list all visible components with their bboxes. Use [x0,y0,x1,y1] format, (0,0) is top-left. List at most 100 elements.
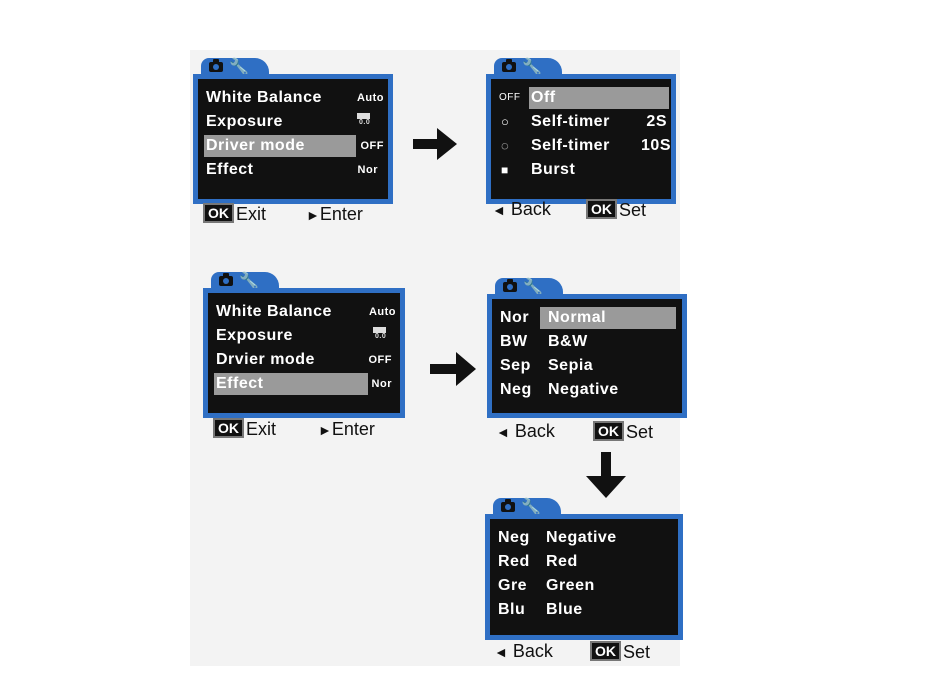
setup-tool-icon: 🔧 [239,271,259,290]
ok-button[interactable]: OK [590,641,621,661]
effect-code: Nor [500,309,530,326]
camera-icon [502,59,516,72]
right-triangle-icon: ► [318,422,332,438]
camera-icon [503,279,517,292]
driver-mode-options-screen: 🔧 OFF Off ○ Self-timer 2S ◌ Self-timer 1… [486,58,676,204]
ok-button[interactable]: OK [203,203,234,223]
left-triangle-icon: ◄ [492,202,506,218]
screen-display: White Balance Auto Exposure 0.0 Driver m… [198,79,388,199]
ok-button[interactable]: OK [213,418,244,438]
arrow-icon [413,128,457,160]
effect-option-blue[interactable]: Blu Blue [490,599,678,621]
effect-name: Negative [548,381,619,398]
menu-item-exposure[interactable]: Exposure 0.0 [208,325,400,347]
camera-icon [501,499,515,512]
effect-code: Sep [500,357,531,374]
setup-tool-icon: 🔧 [229,57,249,76]
effect-option-bw[interactable]: BW B&W [492,331,682,353]
screen-display: White Balance Auto Exposure 0.0 Drvier m… [208,293,400,413]
effect-option-green[interactable]: Gre Green [490,575,678,597]
option-suffix: 10S [641,137,671,154]
screen2-footer: ◄ Back [492,198,551,221]
mode-tab: 🔧 [211,272,279,290]
menu-item-value: OFF [360,140,384,152]
enter-label: Enter [331,419,375,439]
screen-frame: Nor Normal BW B&W Sep Sepia Neg Negative [487,294,687,418]
ev-value-icon: 0.0 [373,325,386,347]
screen-frame: Neg Negative Red Red Gre Green Blu Blue [485,514,683,640]
effect-code: Gre [498,577,528,594]
settings-menu-screen-effect: 🔧 White Balance Auto Exposure 0.0 Drvier… [203,272,405,418]
option-self-timer-10s[interactable]: ◌ Self-timer 10S [491,135,671,157]
effect-option-negative[interactable]: Neg Negative [490,527,678,549]
menu-item-value: OFF [368,354,392,366]
effect-name: Sepia [548,357,594,374]
setup-tool-icon: 🔧 [523,277,543,296]
option-suffix: 2S [646,113,667,130]
option-off[interactable]: OFF Off [491,87,671,109]
back-label[interactable]: Back [514,421,555,441]
effect-name: Negative [546,529,617,546]
set-label: Set [619,200,647,220]
effect-option-red[interactable]: Red Red [490,551,678,573]
back-label[interactable]: Back [510,199,551,219]
menu-item-label: Driver mode [204,135,356,157]
mode-tab: 🔧 [495,278,563,296]
effect-code: BW [500,333,528,350]
enter-label: Enter [319,204,363,224]
effect-option-sepia[interactable]: Sep Sepia [492,355,682,377]
menu-item-exposure[interactable]: Exposure 0.0 [198,111,388,133]
right-triangle-icon: ► [306,207,320,223]
timer-icon: ○ [501,114,510,129]
camera-icon [209,59,223,72]
effect-code: Neg [500,381,532,398]
option-self-timer-2s[interactable]: ○ Self-timer 2S [491,111,671,133]
mode-tab: 🔧 [493,498,561,516]
arrow-icon [586,452,626,498]
menu-item-driver-mode[interactable]: Drvier mode OFF [208,349,400,371]
setup-tool-icon: 🔧 [522,57,542,76]
off-icon: OFF [499,92,521,103]
screen-frame: OFF Off ○ Self-timer 2S ◌ Self-timer 10S… [486,74,676,204]
screen-frame: White Balance Auto Exposure 0.0 Drvier m… [203,288,405,418]
effect-option-normal[interactable]: Nor Normal [492,307,682,329]
settings-menu-screen-driver-mode: 🔧 White Balance Auto Exposure 0.0 Driver… [193,58,393,204]
effect-option-negative[interactable]: Neg Negative [492,379,682,401]
effect-name: Red [546,553,578,570]
set-label: Set [626,422,654,442]
effect-name: Blue [546,601,583,618]
menu-item-white-balance[interactable]: White Balance Auto [198,87,388,109]
left-triangle-icon: ◄ [494,644,508,660]
menu-item-value: Nor [371,378,392,390]
ok-button[interactable]: OK [586,199,617,219]
option-burst[interactable]: ■ Burst [491,159,671,181]
menu-item-label: Drvier mode [216,351,315,368]
screen-display: Neg Negative Red Red Gre Green Blu Blue [490,519,678,635]
menu-item-white-balance[interactable]: White Balance Auto [208,301,400,323]
left-triangle-icon: ◄ [496,424,510,440]
screen-display: OFF Off ○ Self-timer 2S ◌ Self-timer 10S… [491,79,671,199]
option-label: Self-timer [531,137,610,154]
menu-item-value: Auto [356,92,384,104]
menu-item-driver-mode[interactable]: Driver mode OFF [198,135,388,157]
effect-code: Neg [498,529,530,546]
menu-item-label: Exposure [216,327,293,344]
screen4-footer: ◄ Back [496,420,555,443]
option-label: Off [529,87,669,109]
menu-item-effect[interactable]: Effect Nor [208,373,400,395]
effect-options-screen: 🔧 Nor Normal BW B&W Sep Sepia Neg Negati… [487,278,687,418]
ok-button[interactable]: OK [593,421,624,441]
effect-code: Red [498,553,530,570]
effect-name: Green [546,577,595,594]
setup-tool-icon: 🔧 [521,497,541,516]
back-label[interactable]: Back [512,641,553,661]
exit-label: Exit [246,419,277,439]
screen-frame: White Balance Auto Exposure 0.0 Driver m… [193,74,393,204]
effect-options-screen-scrolled: 🔧 Neg Negative Red Red Gre Green Blu Blu… [485,498,683,640]
menu-item-effect[interactable]: Effect Nor [198,159,388,181]
screen5-footer: ◄ Back [494,640,553,663]
